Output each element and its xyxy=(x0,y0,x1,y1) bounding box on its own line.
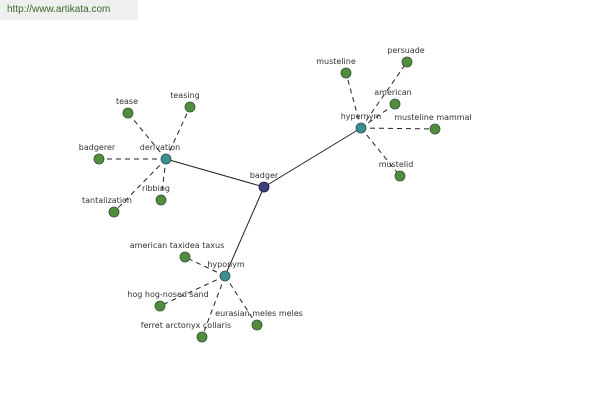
label-musteline[interactable]: musteline xyxy=(316,57,356,66)
edge-hyponym-hog-hog-nosed-sand xyxy=(159,275,226,307)
label-american-taxidea-taxus[interactable]: american taxidea taxus xyxy=(130,241,225,250)
label-mustelid[interactable]: mustelid xyxy=(379,160,414,169)
node-hyponym[interactable] xyxy=(219,270,231,282)
label-eurasian-meles-meles[interactable]: eurasian meles meles xyxy=(215,309,303,318)
label-hypernym[interactable]: hypernym xyxy=(341,112,382,121)
label-teasing[interactable]: teasing xyxy=(170,91,200,100)
graph-edges xyxy=(99,61,436,338)
edge-hyponym-american-taxidea-taxus xyxy=(184,256,226,277)
graph-nodes xyxy=(93,56,441,343)
label-badger[interactable]: badger xyxy=(250,171,279,180)
node-musteline[interactable] xyxy=(340,67,352,79)
label-hog-hog-nosed-sand[interactable]: hog hog-nosed sand xyxy=(127,290,208,299)
node-eurasian-meles-meles[interactable] xyxy=(251,319,263,331)
label-persuade[interactable]: persuade xyxy=(387,46,425,55)
node-hog-hog-nosed-sand[interactable] xyxy=(154,300,166,312)
node-american-taxidea-taxus[interactable] xyxy=(179,251,191,263)
node-ferret-arctonyx-collaris[interactable] xyxy=(196,331,208,343)
node-badgerer[interactable] xyxy=(93,153,105,165)
node-derivation[interactable] xyxy=(160,153,172,165)
edge-badger-hypernym xyxy=(263,127,362,188)
edge-hypernym-musteline xyxy=(345,72,362,129)
graph-labels: tease teasing badgerer ribbing tantalization… xyxy=(79,46,472,330)
edge-hypernym-american xyxy=(360,103,396,129)
edge-badger-hyponym xyxy=(224,186,265,277)
label-ribbing[interactable]: ribbing xyxy=(142,184,170,193)
edge-badger-derivation xyxy=(165,158,265,188)
node-persuade[interactable] xyxy=(401,56,413,68)
edge-hypernym-musteline-mammal xyxy=(360,127,436,130)
node-musteline-mammal[interactable] xyxy=(429,123,441,135)
edge-hyponym-eurasian-meles-meles xyxy=(224,275,258,326)
node-mustelid[interactable] xyxy=(394,170,406,182)
label-tease[interactable]: tease xyxy=(116,97,138,106)
node-badger[interactable] xyxy=(258,181,270,193)
label-derivation[interactable]: derivation xyxy=(140,143,180,152)
site-url-banner[interactable]: http://www.artikata.com xyxy=(0,0,138,20)
node-hypernym[interactable] xyxy=(355,122,367,134)
node-american[interactable] xyxy=(389,98,401,110)
node-ribbing[interactable] xyxy=(155,194,167,206)
label-ferret-arctonyx-collaris[interactable]: ferret arctonyx collaris xyxy=(141,321,231,330)
node-teasing[interactable] xyxy=(184,101,196,113)
edge-derivation-tantalization xyxy=(113,158,167,213)
node-tantalization[interactable] xyxy=(108,206,120,218)
label-tantalization[interactable]: tantalization xyxy=(82,196,132,205)
node-tease[interactable] xyxy=(122,107,134,119)
label-badgerer[interactable]: badgerer xyxy=(79,143,116,152)
label-musteline-mammal[interactable]: musteline mammal xyxy=(394,113,471,122)
edge-derivation-ribbing xyxy=(160,158,167,201)
edge-hyponym-ferret-arctonyx-collaris xyxy=(201,275,226,338)
edge-hypernym-mustelid xyxy=(360,127,401,177)
label-american[interactable]: american xyxy=(374,88,412,97)
edge-derivation-teasing xyxy=(165,106,191,160)
edge-hypernym-persuade xyxy=(360,61,408,129)
label-hyponym[interactable]: hyponym xyxy=(207,260,245,269)
edge-derivation-tease xyxy=(127,112,167,160)
